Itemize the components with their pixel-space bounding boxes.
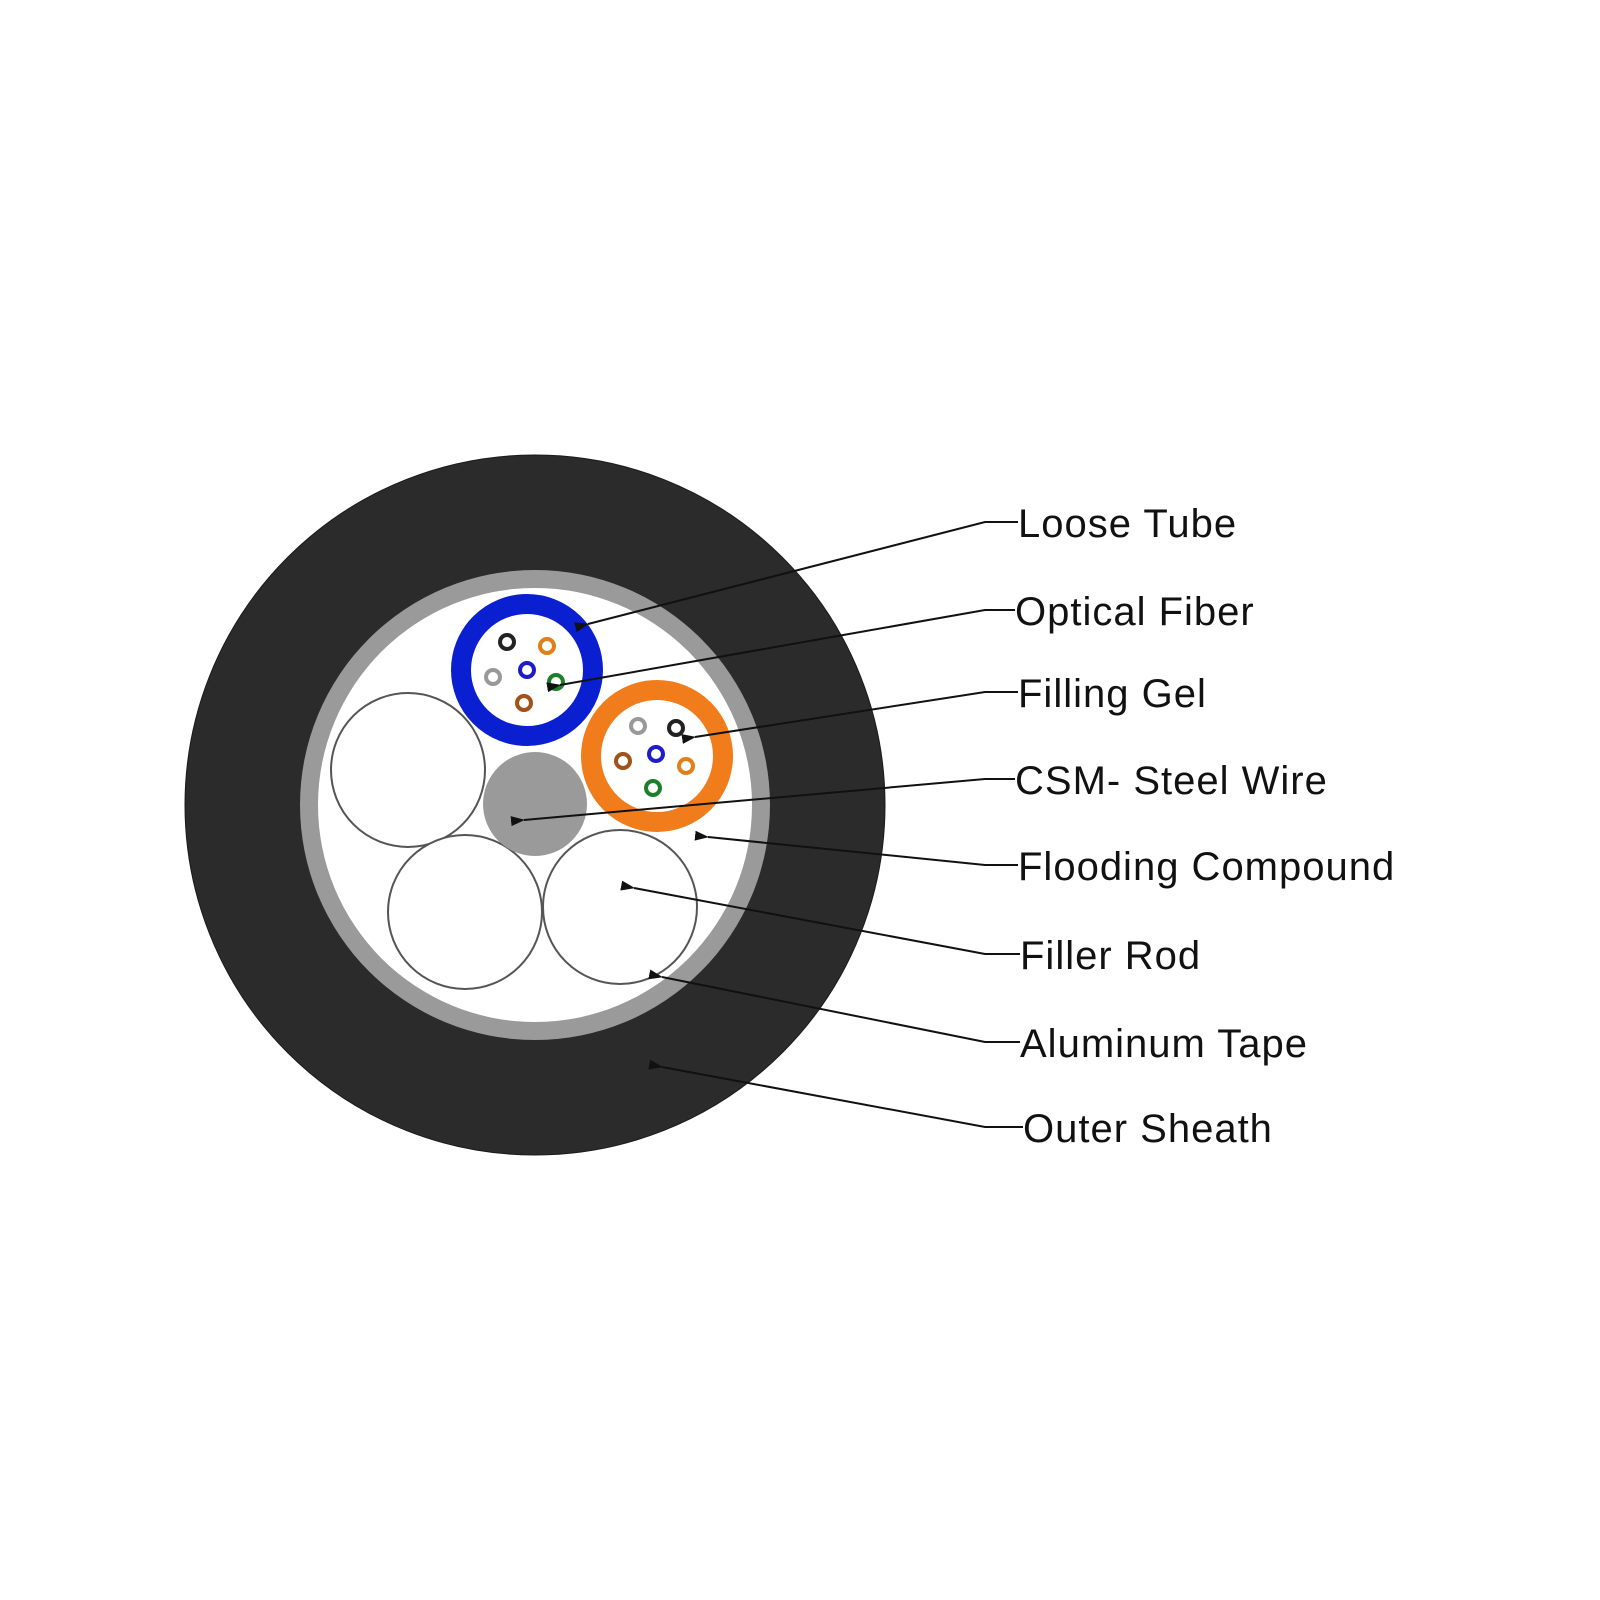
leader-flooding-compound bbox=[694, 830, 1018, 866]
leader-outer-sheath bbox=[648, 1059, 1023, 1128]
optical-fiber bbox=[644, 779, 662, 797]
leader-optical-fiber bbox=[546, 609, 1015, 693]
leader-csm-steel-wire bbox=[510, 778, 1015, 827]
loose-tube-orange bbox=[581, 680, 733, 832]
leader-aluminum-tape bbox=[648, 969, 1020, 1043]
label-filling-gel: Filling Gel bbox=[1018, 672, 1207, 716]
optical-fiber bbox=[667, 719, 685, 737]
label-csm-steel-wire: CSM- Steel Wire bbox=[1015, 759, 1328, 803]
leader-filler-rod bbox=[620, 880, 1020, 955]
filler-rod bbox=[542, 829, 698, 985]
optical-fiber bbox=[629, 717, 647, 735]
filler-rod bbox=[387, 834, 543, 990]
label-flooding-compound: Flooding Compound bbox=[1018, 845, 1395, 889]
optical-fiber bbox=[518, 661, 536, 679]
optical-fiber bbox=[614, 752, 632, 770]
label-optical-fiber: Optical Fiber bbox=[1015, 590, 1255, 634]
leader-loose-tube bbox=[574, 521, 1018, 633]
leader-filling-gel bbox=[681, 691, 1018, 744]
optical-fiber bbox=[515, 694, 533, 712]
optical-fiber bbox=[484, 668, 502, 686]
optical-fiber bbox=[547, 673, 565, 691]
optical-fiber bbox=[538, 637, 556, 655]
label-outer-sheath: Outer Sheath bbox=[1023, 1107, 1273, 1151]
label-aluminum-tape: Aluminum Tape bbox=[1020, 1022, 1308, 1066]
loose-tube-blue bbox=[451, 594, 603, 746]
label-loose-tube: Loose Tube bbox=[1018, 502, 1237, 546]
optical-fiber-group bbox=[614, 717, 695, 797]
filler-rod bbox=[330, 692, 486, 848]
label-filler-rod: Filler Rod bbox=[1020, 934, 1201, 978]
optical-fiber bbox=[647, 745, 665, 763]
optical-fiber bbox=[498, 633, 516, 651]
optical-fiber bbox=[677, 757, 695, 775]
csm-steel-wire bbox=[483, 752, 587, 856]
